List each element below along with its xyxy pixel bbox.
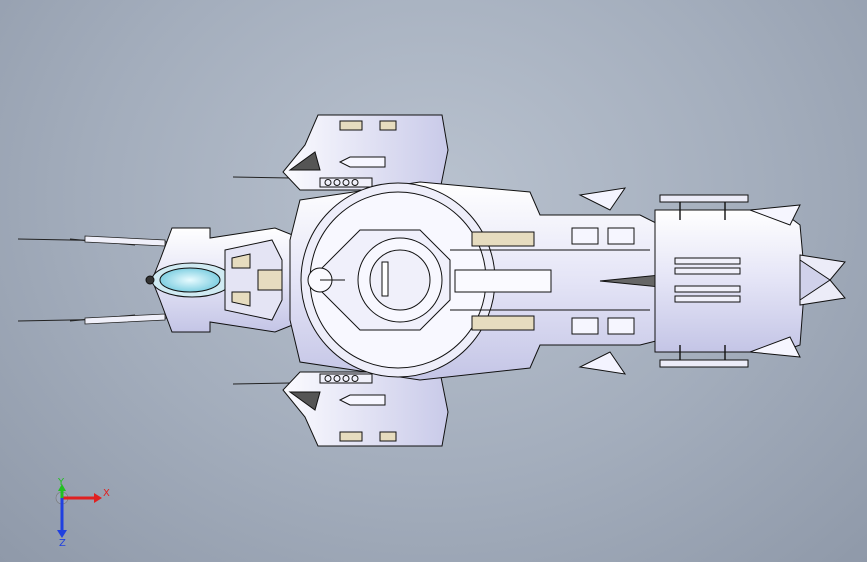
x-axis-label: X — [103, 488, 110, 499]
main-hull — [289, 181, 661, 381]
aft-section — [654, 194, 846, 368]
x-axis-head — [94, 493, 102, 503]
nose-section — [145, 227, 306, 333]
front-barrels — [84, 235, 166, 325]
z-axis-label: Z — [59, 538, 66, 548]
y-axis-label: Y — [57, 478, 65, 488]
upper-wing — [282, 114, 449, 191]
z-axis-head — [57, 530, 67, 538]
coordinate-triad: X Y Z — [55, 478, 110, 548]
lower-wing — [282, 371, 449, 447]
y-axis-head — [58, 484, 66, 491]
